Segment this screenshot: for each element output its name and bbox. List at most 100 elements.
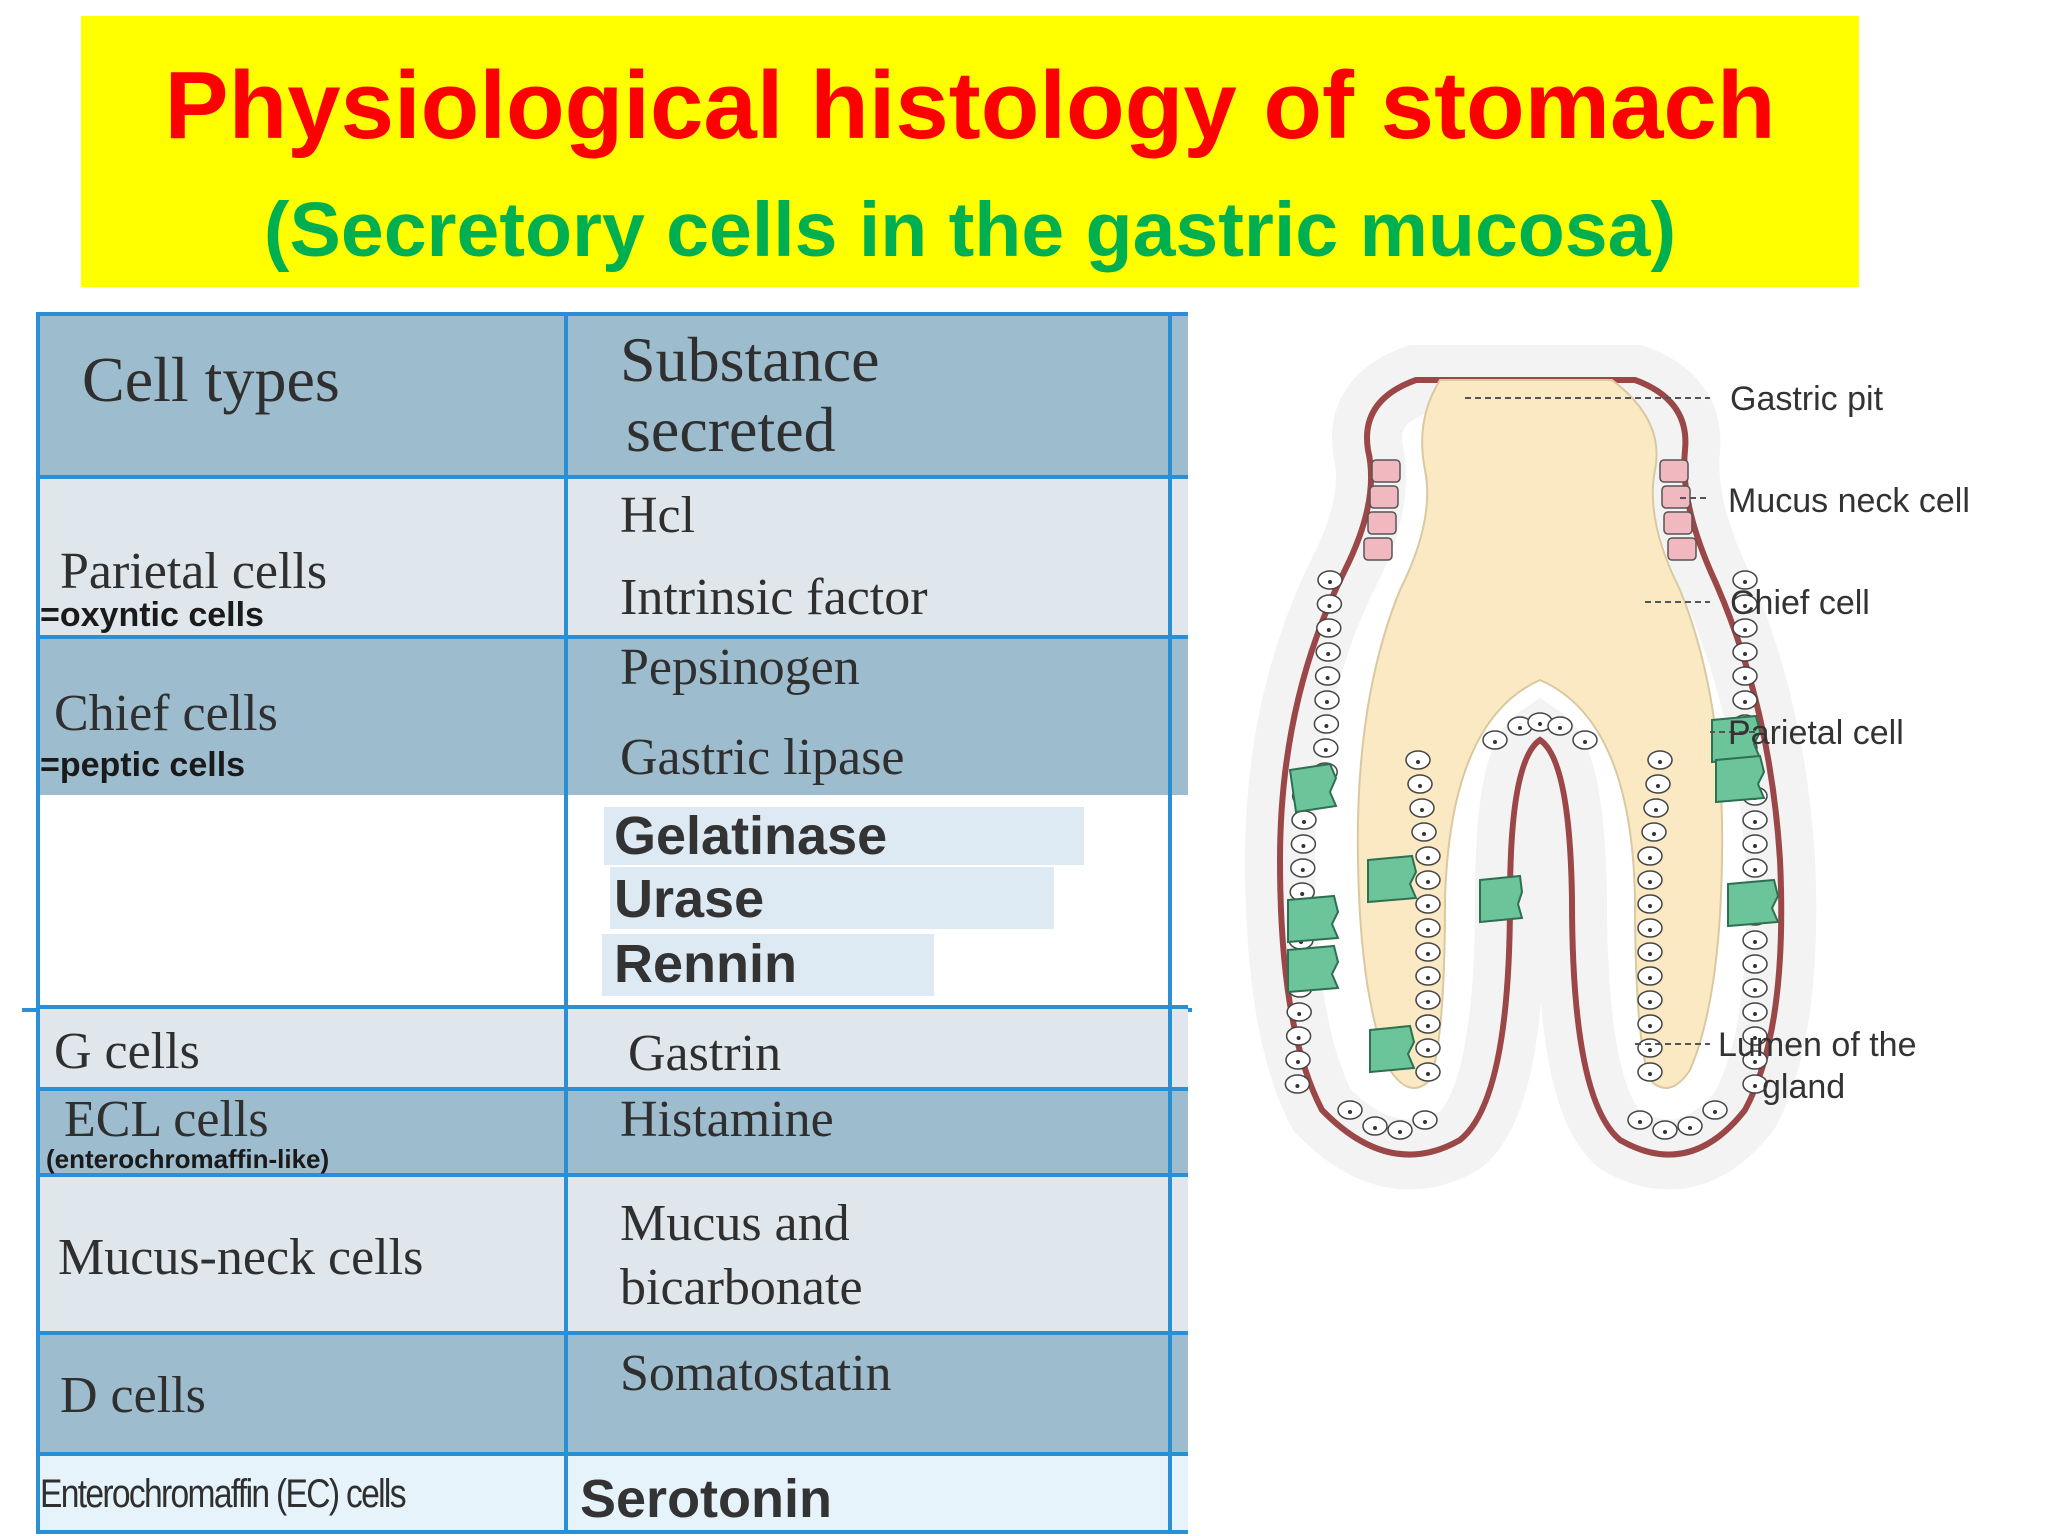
cell-nucleus — [1326, 628, 1331, 632]
cell-nucleus — [1328, 580, 1332, 584]
chief-cell — [1290, 858, 1316, 878]
grid-line — [1168, 312, 1172, 1534]
cell-nucleus — [1753, 988, 1757, 992]
cell-nucleus — [1300, 892, 1305, 896]
cell-type-parietal: Parietal cells — [60, 543, 328, 600]
substance-histamine: Histamine — [620, 1091, 834, 1148]
cell-nucleus — [1743, 580, 1747, 584]
substance-gastrin: Gastrin — [628, 1025, 782, 1082]
slide-subtitle: (Secretory cells in the gastric mucosa) — [263, 187, 1677, 273]
substance-gastric-lipase: Gastric lipase — [620, 729, 905, 786]
cell-nucleus — [1426, 1072, 1430, 1076]
cell-nucleus — [1518, 726, 1522, 730]
cell-type-ecl: ECL cells — [64, 1091, 269, 1148]
cell-nucleus — [1324, 724, 1329, 728]
cell-nucleus — [1426, 1000, 1430, 1004]
cell-nucleus — [1493, 740, 1497, 744]
cell-nucleus — [1648, 1000, 1652, 1004]
cell-nucleus — [1422, 832, 1426, 836]
cell-nucleus — [1296, 1060, 1300, 1064]
cell-nucleus — [1326, 652, 1331, 656]
cell-type-chief: Chief cells — [54, 685, 278, 742]
cell-nucleus — [1373, 1126, 1377, 1130]
cell-nucleus — [1743, 700, 1747, 704]
parietal-cells — [1287, 714, 1780, 1074]
cell-nucleus — [1398, 1130, 1402, 1134]
cell-nucleus — [1426, 880, 1430, 884]
table-row — [36, 1007, 1188, 1089]
cell-note-enterochromaffin-like: (enterochromaffin-like) — [46, 1144, 330, 1174]
highlight — [602, 934, 934, 996]
cell-type-g: G cells — [54, 1023, 200, 1080]
cell-nucleus — [1753, 1036, 1757, 1040]
cell-nucleus — [1688, 1126, 1692, 1130]
table-row — [36, 1333, 1188, 1454]
secretory-cells-table: Cell types Substance secreted Parietal c… — [36, 312, 1188, 1534]
label-lumen-line1: Lumen of the — [1718, 1026, 1916, 1064]
cell-nucleus — [1648, 880, 1652, 884]
substance-hcl: Hcl — [620, 487, 696, 544]
substance-intrinsic-factor: Intrinsic factor — [620, 569, 928, 626]
cell-nucleus — [1325, 676, 1330, 680]
cell-nucleus — [1423, 1120, 1427, 1124]
cell-nucleus — [1648, 1024, 1652, 1028]
cell-nucleus — [1325, 700, 1329, 704]
cell-nucleus — [1426, 928, 1430, 932]
table-row — [36, 1089, 1188, 1175]
table-row — [36, 477, 1188, 637]
cell-nucleus — [1753, 1060, 1757, 1064]
table-header-row — [36, 312, 1188, 477]
grid-line — [36, 1173, 1188, 1177]
cell-nucleus — [1656, 784, 1660, 788]
cell-nucleus — [1743, 676, 1747, 680]
slide-title: Physiological histology of stomach — [164, 52, 1776, 159]
header-substance-line1: Substance — [620, 324, 880, 395]
cell-nucleus — [1638, 1120, 1642, 1124]
cell-nucleus — [1426, 952, 1430, 956]
substance-gelatinase: Gelatinase — [614, 806, 888, 866]
cell-nucleus — [1753, 1084, 1757, 1088]
cell-nucleus — [1426, 1024, 1430, 1028]
grid-line — [36, 312, 40, 1534]
cell-nucleus — [1302, 820, 1306, 824]
gland-lumen — [1356, 379, 1724, 1089]
grid-line — [36, 635, 1188, 639]
cell-nucleus — [1753, 868, 1757, 872]
cell-type-ec: Enterochromaffin (EC) cells — [40, 1472, 407, 1516]
cell-nucleus — [1743, 628, 1747, 632]
table-row — [36, 1175, 1188, 1333]
cell-type-d: D cells — [60, 1367, 206, 1424]
cell-nucleus — [1296, 1036, 1301, 1040]
cell-nucleus — [1583, 740, 1587, 744]
cell-nucleus — [1295, 1084, 1300, 1088]
cell-nucleus — [1652, 832, 1656, 836]
grid-line — [36, 1452, 1188, 1456]
substance-serotonin: Serotonin — [580, 1469, 832, 1529]
cell-note-peptic: =peptic cells — [40, 746, 246, 784]
grid-line — [36, 312, 1188, 316]
cell-nucleus — [1753, 940, 1757, 944]
cell-nucleus — [1327, 604, 1332, 608]
cell-nucleus — [1713, 1110, 1717, 1114]
cell-nucleus — [1348, 1110, 1352, 1114]
cell-nucleus — [1743, 604, 1747, 608]
cell-nucleus — [1648, 1048, 1652, 1052]
substance-mucus-and: Mucus and — [620, 1195, 850, 1252]
cell-nucleus — [1648, 856, 1652, 860]
cell-nucleus — [1300, 868, 1305, 872]
cell-nucleus — [1648, 952, 1652, 956]
table-row — [36, 1454, 1188, 1534]
highlight — [604, 807, 1084, 865]
grid-line — [564, 312, 568, 1534]
substance-urase: Urase — [614, 869, 765, 929]
cell-nucleus — [1648, 1072, 1652, 1076]
label-parietal-cell: Parietal cell — [1728, 714, 1904, 752]
cell-nucleus — [1658, 760, 1662, 764]
substance-pepsinogen: Pepsinogen — [620, 639, 860, 696]
grid-line — [36, 475, 1188, 479]
grid-line — [36, 1331, 1188, 1335]
mucus-neck-cells — [1363, 459, 1697, 561]
title-banner: Physiological histology of stomach (Secr… — [81, 16, 1859, 287]
cell-nucleus — [1753, 1012, 1757, 1016]
label-mucus-neck-cell: Mucus neck cell — [1728, 482, 1970, 520]
